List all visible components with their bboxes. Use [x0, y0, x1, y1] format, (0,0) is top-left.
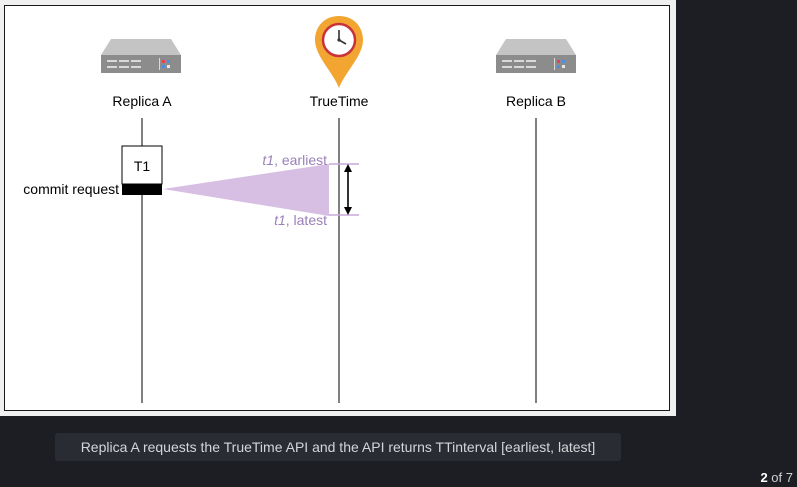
pager-current: 2	[760, 470, 768, 485]
ttinterval-wedge	[163, 164, 329, 216]
caption-text: Replica A requests the TrueTime API and …	[80, 439, 596, 455]
transaction-box	[121, 145, 163, 185]
commit-request-label: commit request	[23, 181, 119, 197]
slide-pager: 2 of 7	[760, 470, 793, 485]
slide-frame: Replica A TrueTime Replica B t1, earlies…	[0, 0, 676, 416]
server-icon	[101, 39, 181, 73]
uncertainty-arrow	[344, 164, 352, 215]
node-label-truetime: TrueTime	[310, 93, 369, 109]
earliest-label: t1, earliest	[262, 152, 327, 168]
node-label-replica-a: Replica A	[112, 93, 172, 109]
commit-request-bar	[122, 184, 162, 195]
node-label-replica-b: Replica B	[506, 93, 566, 109]
transaction-label: T1	[134, 158, 151, 174]
clock-pin-icon	[315, 16, 363, 88]
server-icon	[496, 39, 576, 73]
pager-separator: of	[767, 470, 786, 485]
diagram-canvas: Replica A TrueTime Replica B t1, earlies…	[4, 5, 670, 411]
pager-total: 7	[785, 470, 793, 485]
sequence-diagram: Replica A TrueTime Replica B t1, earlies…	[23, 16, 576, 403]
slide-caption: Replica A requests the TrueTime API and …	[55, 433, 621, 461]
latest-label: t1, latest	[274, 212, 327, 228]
